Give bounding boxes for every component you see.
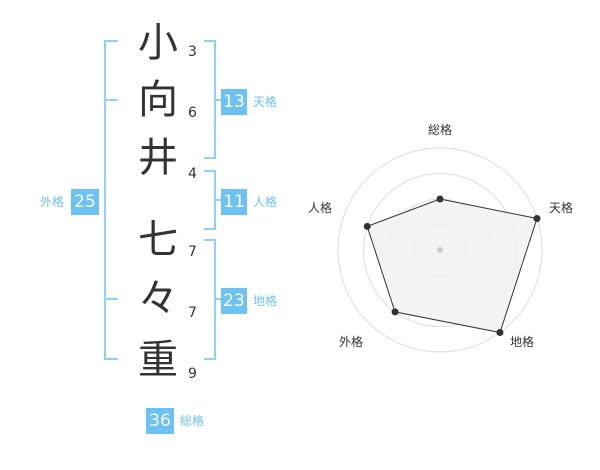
tenkaku-bracket-top [204,40,216,42]
chikaku-bracket-tick [214,298,222,300]
tenkaku-bracket-tick [214,99,222,101]
radar-point-4 [391,308,399,316]
radar-axis-label-gaikaku: 外格 [339,335,364,349]
chikaku-bracket-top [204,239,216,241]
gaikaku-bracket-bottom [104,358,118,360]
stroke-count-5: 7 [188,305,197,321]
stroke-count-4: 7 [188,244,197,260]
radar-value-polygon [366,198,538,334]
gaikaku-bracket-mid1 [104,99,118,101]
tenkaku-label: 天格 [253,95,278,109]
name-char-1: 小 [138,20,178,66]
stroke-count-6: 9 [188,366,197,382]
gaikaku-value: 25 [71,189,99,215]
name-char-6: 重 [138,337,178,383]
radar-point-5 [363,222,371,230]
jinkaku-bracket-tick [214,199,222,201]
stroke-count-2: 6 [188,105,197,121]
radar-grid-ring [337,147,543,353]
stroke-count-3: 4 [188,166,197,182]
name-char-2: 向 [138,77,178,123]
radar-axis-label-chikaku: 地格 [510,335,535,349]
radar-point-2 [533,214,541,222]
soukaku-label: 総格 [180,414,205,428]
name-char-4: 七 [138,217,178,263]
radar-axis-label-tenkaku: 天格 [549,201,574,215]
radar-axis-label-jinkaku: 人格 [308,201,333,215]
chikaku-value: 23 [221,288,247,314]
gaikaku-bracket-top [104,40,118,42]
stroke-count-1: 3 [188,44,197,60]
tenkaku-value: 13 [221,89,247,115]
jinkaku-bracket-bottom [204,228,216,230]
radar-axis-label-soukaku: 総格 [428,123,453,137]
jinkaku-label: 人格 [253,195,278,209]
jinkaku-value: 11 [221,189,247,215]
chikaku-bracket-bottom [204,358,216,360]
soukaku-value: 36 [146,408,174,434]
radar-center-dot [437,247,443,253]
name-char-5: 々 [138,276,178,322]
gaikaku-label: 外格 [40,195,65,209]
gaikaku-bracket-vert [104,40,106,360]
tenkaku-bracket-bottom [204,157,216,159]
radar-point-3 [496,329,504,337]
jinkaku-bracket-top [204,170,216,172]
gaikaku-bracket-mid2 [104,298,118,300]
name-char-3: 井 [138,135,178,181]
radar-point-1 [436,195,444,203]
chikaku-label: 地格 [253,294,278,308]
